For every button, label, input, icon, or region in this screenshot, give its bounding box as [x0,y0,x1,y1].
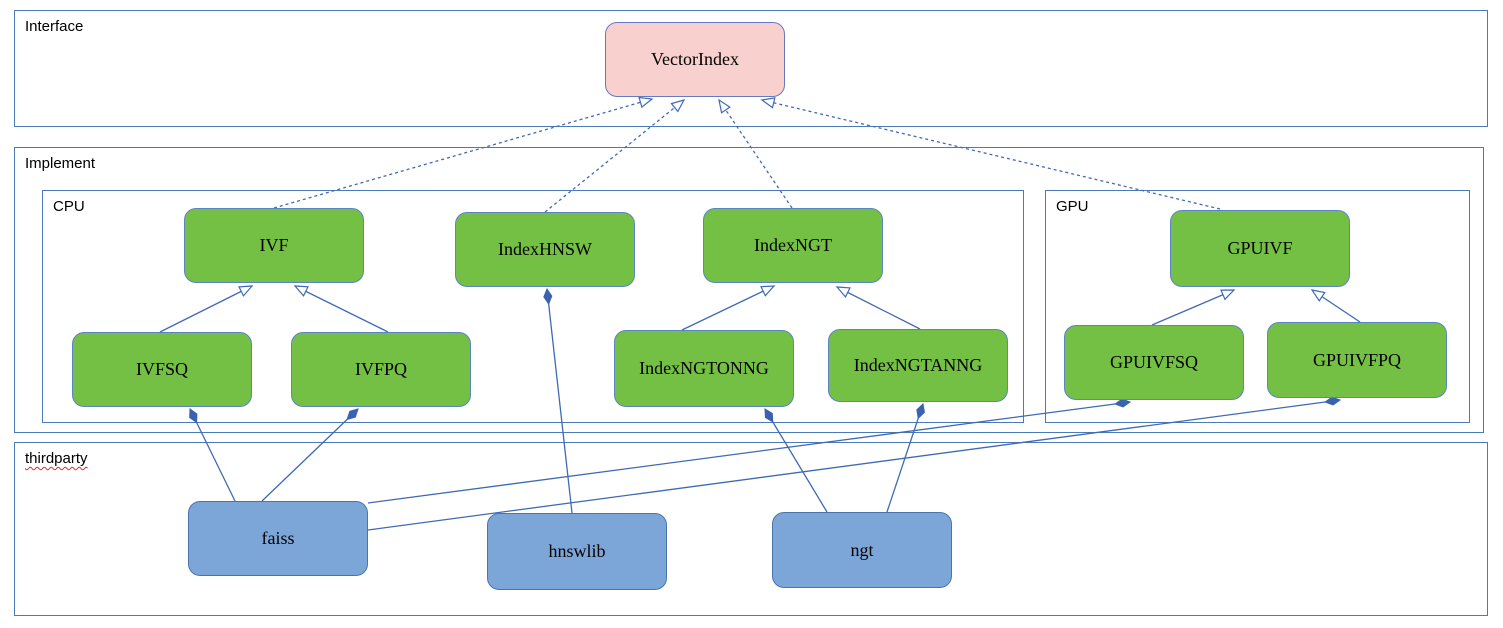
thirdparty-container-label: thirdparty [25,450,88,467]
node-indexngt[interactable]: IndexNGT [703,208,883,283]
node-label: IndexNGTONNG [639,358,769,378]
node-ngt[interactable]: ngt [772,512,952,588]
node-ivf[interactable]: IVF [184,208,364,283]
node-gpuivfpq[interactable]: GPUIVFPQ [1267,322,1447,398]
node-label: IndexNGT [754,235,832,255]
interface-container-label: Interface [25,18,84,35]
node-faiss[interactable]: faiss [188,501,368,576]
node-ivfsq[interactable]: IVFSQ [72,332,252,407]
node-label: GPUIVF [1227,238,1293,258]
node-label: GPUIVFPQ [1312,349,1402,370]
node-label: faiss [261,528,295,548]
node-label: VectorIndex [651,49,739,69]
node-vectorindex[interactable]: VectorIndex [605,22,785,97]
node-label: ngt [850,539,874,560]
node-label: IVF [259,235,289,255]
node-label: IVFPQ [354,359,407,379]
gpu-container-label: GPU [1056,198,1089,215]
node-indexngtonng[interactable]: IndexNGTONNG [614,330,794,407]
node-hnswlib[interactable]: hnswlib [487,513,667,590]
node-gpuivf[interactable]: GPUIVF [1170,210,1350,287]
node-indexngtanng[interactable]: IndexNGTANNG [828,329,1008,402]
node-label: IndexNGTANNG [853,355,983,375]
node-label: hnswlib [548,541,606,561]
node-label: IndexHNSW [498,239,592,259]
node-indexhnsw[interactable]: IndexHNSW [455,212,635,287]
node-ivfpq[interactable]: IVFPQ [291,332,471,407]
node-label: GPUIVFSQ [1109,352,1199,372]
node-gpuivfsq[interactable]: GPUIVFSQ [1064,325,1244,400]
cpu-container-label: CPU [53,198,85,215]
node-label: IVFSQ [135,359,188,379]
implement-container-label: Implement [25,155,96,172]
